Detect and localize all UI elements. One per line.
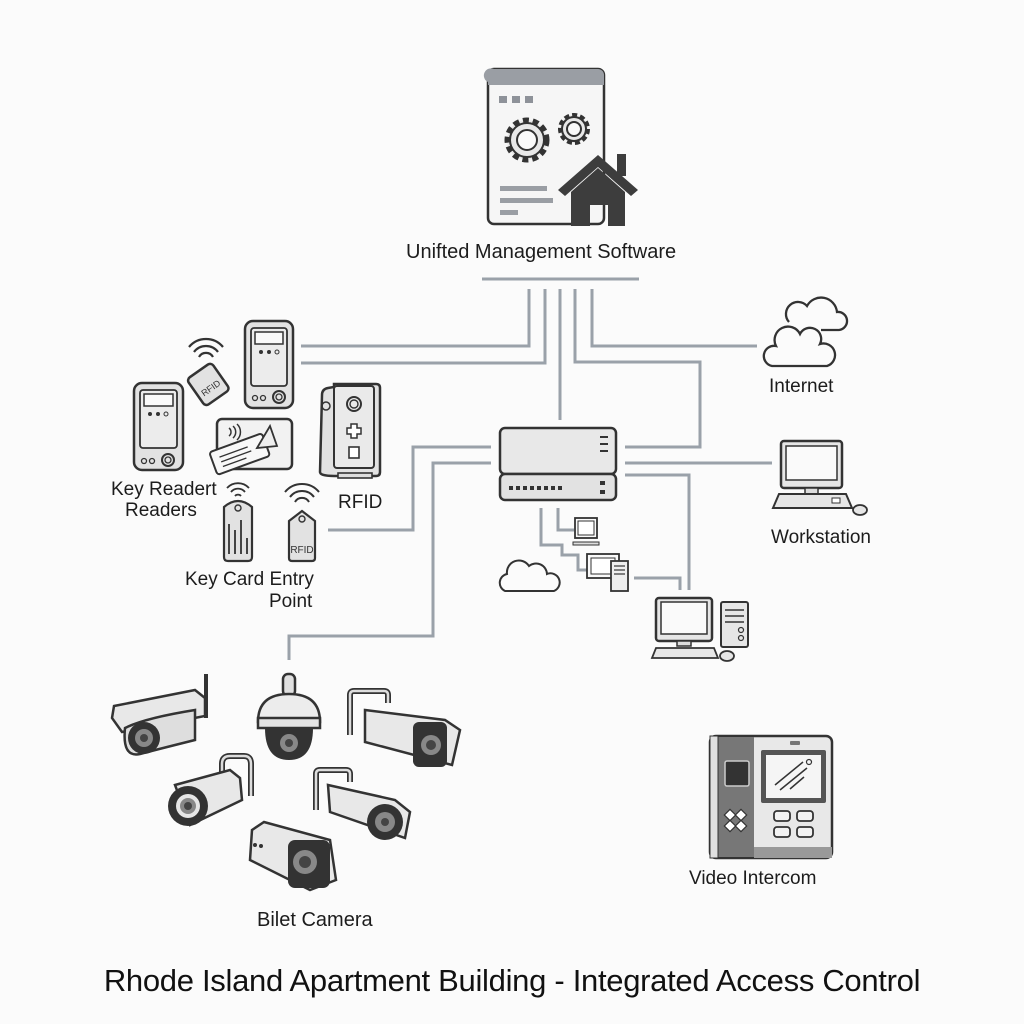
key-tag-icon[interactable]	[222, 482, 254, 563]
key-card-entry-label-line2: Point	[269, 591, 313, 612]
desktop-pc-icon[interactable]	[650, 596, 749, 662]
bullet-camera-icon[interactable]	[347, 688, 462, 767]
wire-software-to-keyreader-2	[301, 289, 547, 365]
rfid-label: RFID	[338, 492, 383, 513]
internet-label: Internet	[769, 376, 834, 397]
rfid-reader-icon[interactable]	[318, 382, 382, 479]
key-card-entry-label-line1: Key Card Entry	[185, 569, 314, 590]
wire-software-to-server-right	[573, 289, 702, 449]
wire-software-to-internet	[590, 289, 757, 348]
wire-server-to-local-2	[556, 508, 574, 532]
local-network-icons	[498, 517, 629, 592]
diagram-title: Rhode Island Apartment Building - Integr…	[103, 963, 921, 998]
connection-wires	[287, 277, 772, 660]
keypad-reader-icon[interactable]	[132, 381, 185, 472]
house-icon	[558, 154, 638, 226]
wire-server-to-local-1	[539, 508, 590, 572]
gear-small-icon	[558, 113, 590, 145]
camera-label: Bilet Camera	[257, 909, 373, 931]
wifi-icon	[226, 482, 250, 497]
small-cloud-icon	[498, 559, 561, 592]
dome-camera-icon[interactable]	[256, 672, 322, 760]
internet-cloud-icon[interactable]	[762, 296, 849, 368]
rfid-card-icon[interactable]: RFID	[186, 337, 231, 407]
key-readers-label-line2: Readers	[125, 500, 197, 521]
wire-software-to-keyreader-1	[301, 289, 531, 348]
wifi-icon	[284, 482, 320, 503]
security-camera-icon[interactable]	[110, 674, 208, 756]
wire-local-to-pc	[634, 576, 682, 590]
small-monitor-icon[interactable]	[572, 517, 600, 546]
card-swipe-reader-icon[interactable]	[209, 417, 294, 476]
bullet-camera-icon[interactable]	[248, 820, 338, 892]
wifi-icon	[188, 337, 224, 358]
bullet-camera-icon[interactable]	[313, 767, 412, 840]
small-desktop-icon[interactable]	[586, 553, 629, 592]
video-intercom-icon[interactable]	[708, 734, 834, 860]
management-software-icon[interactable]	[483, 67, 638, 226]
management-software-label: Unifted Management Software	[406, 241, 677, 263]
network-switch-icon[interactable]	[498, 426, 618, 502]
keypad-reader-icon[interactable]	[243, 319, 295, 410]
gear-icon	[504, 117, 550, 163]
wire-server-to-rfid	[328, 445, 491, 532]
bullet-camera-icon[interactable]	[168, 753, 254, 827]
wire-server-to-cameras	[287, 461, 491, 660]
wire-server-to-pc	[625, 473, 691, 590]
rfid-tag-text: RFID	[290, 545, 313, 556]
key-readers-label-line1: Key Readert	[111, 479, 217, 500]
workstation-label: Workstation	[771, 527, 871, 548]
video-intercom-label: Video Intercom	[689, 868, 817, 889]
workstation-icon[interactable]	[771, 439, 868, 516]
rfid-tag-icon[interactable]: RFID	[284, 482, 320, 563]
